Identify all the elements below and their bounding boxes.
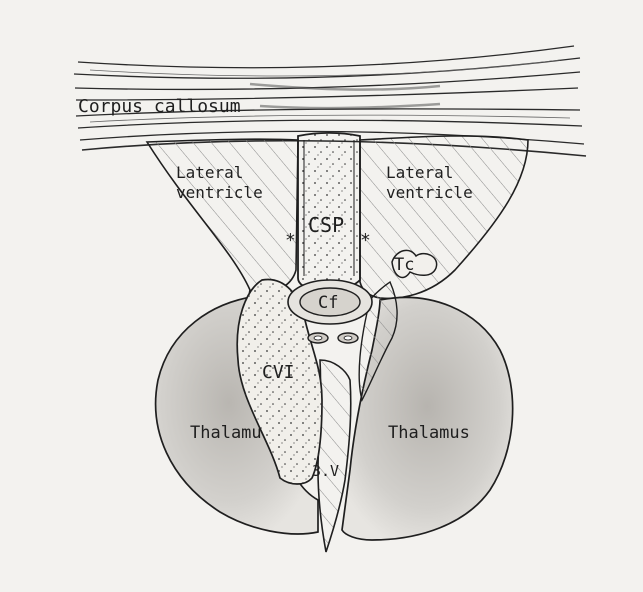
label-third-ventricle: 3.V [312, 462, 339, 480]
label-thalamus-left: Thalamu [190, 423, 262, 443]
label-thalamus-right: Thalamus [388, 423, 470, 443]
label-corpus-callosum: Corpus callosum [78, 96, 241, 117]
label-lateral-ventricle-right-1: Lateral [386, 163, 453, 182]
vein-left-lumen [314, 336, 322, 340]
label-cvi: CVI [262, 362, 295, 383]
label-csp: CSP [308, 213, 344, 237]
label-tc: Tc [394, 255, 414, 275]
label-cf: Cf [318, 293, 338, 313]
label-lateral-ventricle-left-2: ventricle [176, 183, 263, 202]
vein-right-lumen [344, 336, 352, 340]
label-asterisk-right: * [360, 230, 371, 251]
cavum-septum-pellucidum [298, 133, 360, 291]
label-lateral-ventricle-left-1: Lateral [176, 163, 243, 182]
label-lateral-ventricle-right-2: ventricle [386, 183, 473, 202]
label-asterisk-left: * [285, 230, 296, 251]
